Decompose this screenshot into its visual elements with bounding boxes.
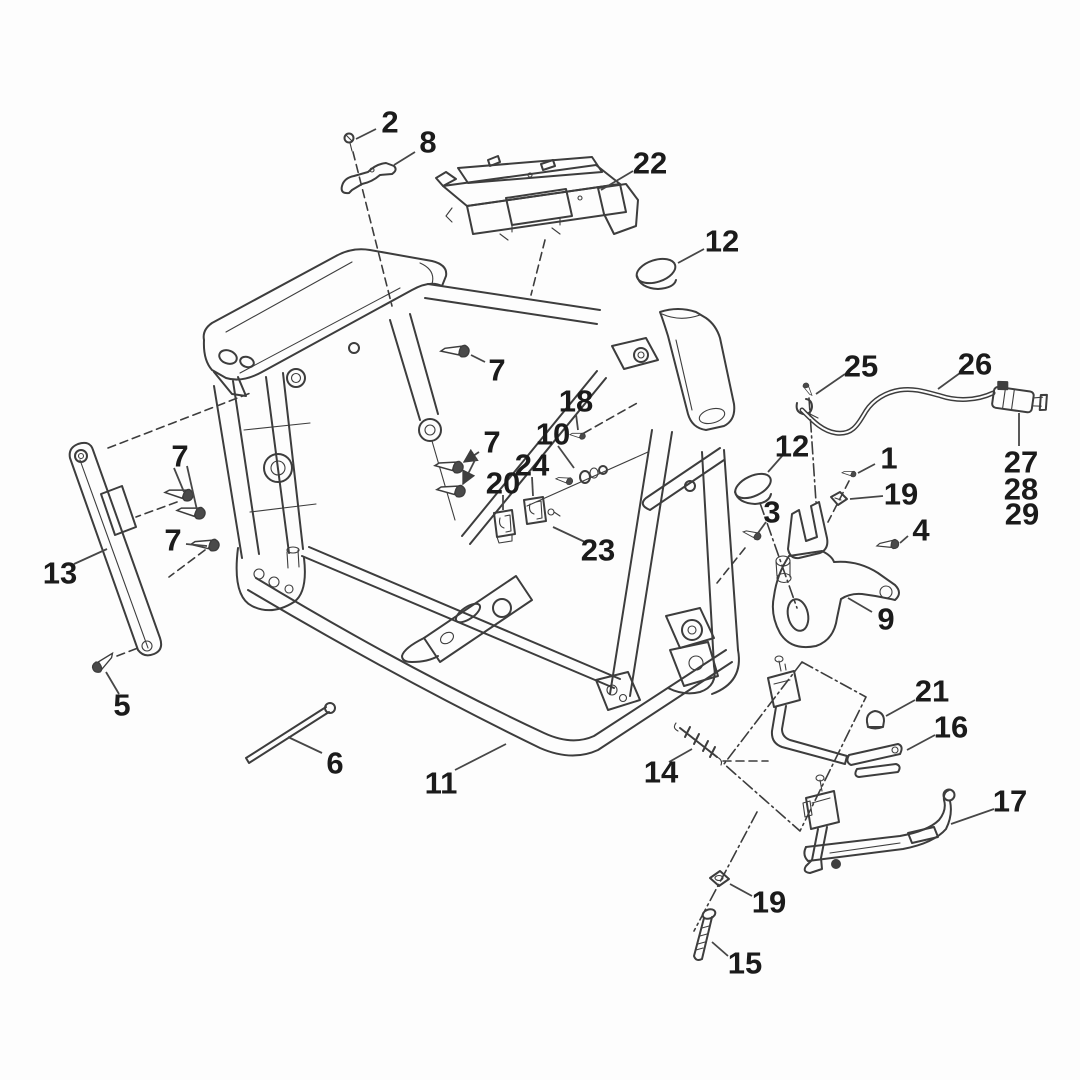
part-27-connector [991, 380, 1048, 414]
callout-10: 10 [536, 417, 570, 452]
leader-line-21-0 [885, 699, 916, 717]
callout-27: 27 [1004, 445, 1038, 480]
callout-5: 5 [113, 688, 130, 723]
leader-line-6-0 [287, 736, 323, 754]
leader-line-8-0 [393, 151, 416, 166]
leader-line-26-0 [937, 372, 961, 390]
leader-line-11-0 [454, 743, 507, 771]
leader-line-18-0 [575, 413, 579, 431]
part-19-washer [709, 870, 730, 887]
leader-line-12-0 [767, 454, 784, 473]
callout-7: 7 [164, 523, 181, 558]
leader-line-7-0 [173, 467, 185, 493]
part-7-screws [164, 338, 472, 555]
callout-22: 22 [633, 146, 667, 181]
frame-main [202, 248, 740, 757]
leader-line-3-0 [757, 521, 767, 534]
part-14-spring [673, 722, 723, 766]
callout-1: 1 [880, 441, 897, 476]
callout-7: 7 [171, 439, 188, 474]
callout-12: 12 [705, 224, 739, 259]
part-20-clip [493, 509, 516, 544]
callout-14: 14 [644, 755, 679, 790]
leader-line-13-0 [73, 548, 108, 565]
callout-6: 6 [326, 746, 343, 781]
part-12-grommet-top [635, 257, 677, 290]
leader-line-4-0 [899, 535, 909, 544]
callout-12: 12 [775, 429, 809, 464]
part-18-screw [569, 427, 587, 442]
part-9-stand-bracket [771, 501, 900, 649]
callout-21: 21 [915, 674, 949, 709]
leader-line-7-0 [470, 354, 486, 363]
leader-line-22-0 [600, 170, 634, 191]
stand-assembly [767, 655, 956, 874]
callout-23: 23 [581, 533, 615, 568]
leader-line-16-0 [906, 734, 936, 751]
part-1-bolt [841, 466, 858, 479]
callout-8: 8 [419, 125, 436, 160]
leader-line-14-0 [668, 748, 693, 763]
part-13-bracket [68, 441, 163, 657]
part-19-nut [830, 491, 848, 506]
part-4-bolt [876, 535, 901, 551]
leader-line-9-0 [847, 597, 873, 613]
part-6-rod [245, 702, 336, 764]
leader-line-7-0 [185, 543, 208, 547]
callout-26: 26 [958, 347, 992, 382]
part-15-bolt [693, 908, 717, 961]
callout-15: 15 [728, 946, 762, 981]
part-10-fastener-set [555, 465, 608, 487]
part-24-clip [523, 496, 561, 525]
callout-17: 17 [993, 784, 1027, 819]
leader-line-10-0 [557, 445, 575, 469]
leader-line-17-0 [950, 808, 995, 825]
leader-line-2-0 [355, 128, 377, 140]
callout-29: 29 [1005, 497, 1039, 532]
leader-line-5-0 [105, 671, 120, 695]
leader-line-15-0 [711, 941, 729, 957]
leader-line-1-0 [857, 463, 876, 474]
callout-18: 18 [559, 384, 593, 419]
callout-25: 25 [844, 349, 878, 384]
part-8-clip [340, 162, 397, 195]
part-22-electrical-bracket [435, 155, 639, 241]
callout-7: 7 [488, 353, 505, 388]
callout-3: 3 [763, 495, 780, 530]
leader-line-19-0 [849, 495, 884, 500]
leader-line-24-0 [531, 476, 534, 497]
callout-19: 19 [752, 885, 786, 920]
leader-line-25-0 [815, 373, 846, 395]
callout-2: 2 [381, 105, 398, 140]
assembly-lines [107, 151, 867, 932]
callout-16: 16 [934, 710, 968, 745]
leader-line-19-0 [729, 883, 753, 897]
leader-line-7-1 [462, 457, 477, 486]
part-3-screw [742, 524, 763, 543]
callout-13: 13 [43, 556, 77, 591]
leader-line-12-0 [677, 248, 705, 264]
leader-line-7-0 [462, 448, 480, 463]
callout-9: 9 [877, 602, 894, 637]
leader-line-23-0 [552, 526, 586, 543]
callout-28: 28 [1004, 472, 1038, 507]
callout-7: 7 [483, 425, 500, 460]
leader-line-7-1 [186, 465, 198, 511]
callout-11: 11 [425, 766, 458, 801]
part-12-grommet-right [734, 472, 772, 505]
callout-19: 19 [884, 477, 918, 512]
part-5-bolt [89, 652, 119, 675]
part-26-cable [799, 387, 996, 436]
part-2-screw [343, 132, 355, 152]
callout-24: 24 [515, 448, 550, 483]
callout-4: 4 [912, 513, 930, 548]
callout-20: 20 [486, 466, 520, 501]
